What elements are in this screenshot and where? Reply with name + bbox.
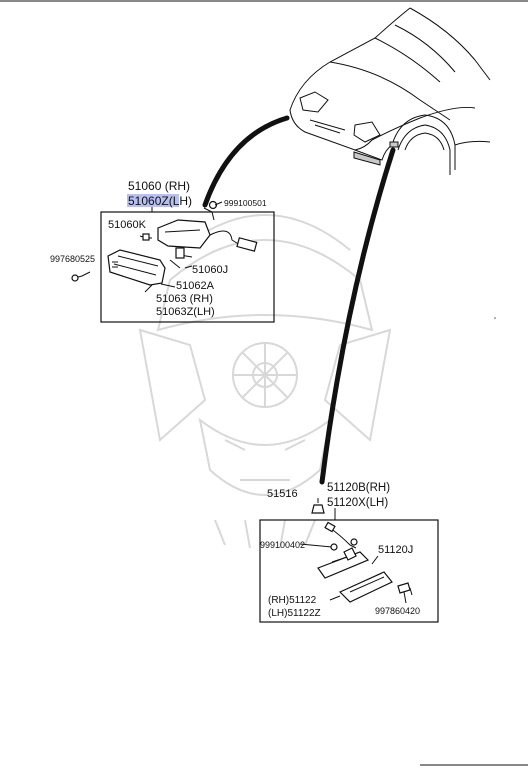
side-lamp-label-rh: 51120B(RH) (327, 482, 390, 494)
front-lamp-lens-lh-label: 51063Z(LH) (156, 306, 215, 318)
car-front-illustration (289, 7, 491, 175)
front-lamp-socket-label: 51060K (108, 219, 147, 231)
front-lamp-gasket-label: 51062A (176, 280, 215, 292)
side-lamp-screw-label: 997860420 (375, 606, 420, 616)
side-lamp-lens (338, 571, 393, 603)
side-lamp-nut-label: 999100402 (260, 540, 305, 550)
front-lamp-lens-rh-label: 51063 (RH) (156, 293, 213, 305)
scan-speck (494, 317, 496, 319)
front-lamp-label-lh: 51060Z(LH) (128, 194, 192, 208)
front-lamp-lens (107, 249, 166, 286)
side-lamp-bulb-label: 51120J (378, 544, 413, 556)
side-lamp-group (259, 498, 439, 623)
side-lamp-bulb-top-label: 51516 (267, 488, 298, 500)
side-lamp-lens-lh-label: (LH)51122Z (268, 608, 321, 619)
front-lamp-screw-label: 997680525 (50, 254, 95, 264)
front-lamp-housing (157, 219, 211, 249)
leader-arc-front (202, 115, 290, 208)
front-lamp-group (71, 200, 275, 323)
side-lamp-lens-rh-label: (RH)51122 (268, 595, 317, 606)
watermark-emblem (138, 214, 392, 549)
leader-arc-side (319, 147, 396, 485)
front-lamp-frame (100, 211, 275, 323)
front-lamp-bolt-label: 999100501 (224, 198, 267, 208)
side-lamp-housing (317, 551, 370, 579)
front-lamp-label-rh: 51060 (RH) (128, 179, 190, 193)
front-lamp-label-highlight (127, 194, 179, 207)
front-lamp-bulb-label: 51060J (192, 264, 228, 276)
side-lamp-frame (259, 519, 439, 623)
side-lamp-label-lh: 51120X(LH) (327, 497, 388, 509)
